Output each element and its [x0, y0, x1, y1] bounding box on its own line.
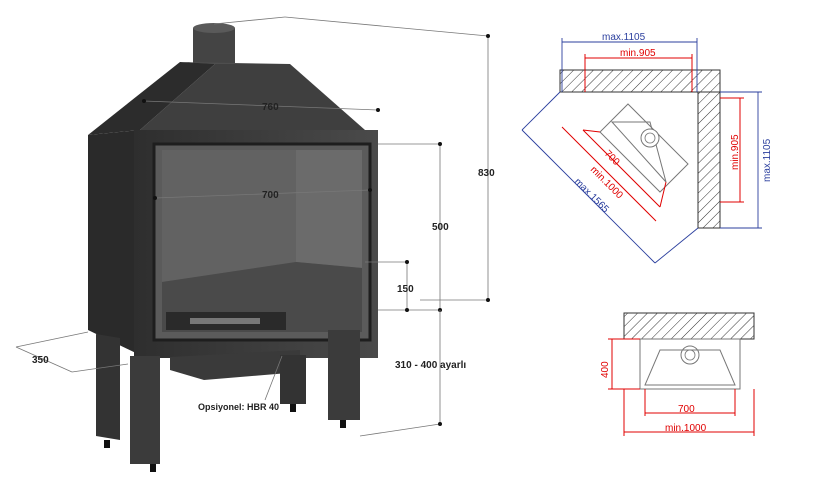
- corner-plan: max.1105 min.905 max.1105 min.905 700 mi…: [521, 32, 773, 264]
- leg-front-left: [130, 356, 160, 464]
- corner-fireplace-inner: [610, 121, 667, 183]
- corner-min-top: min.905: [620, 48, 656, 59]
- label-optional: Opsiyonel: HBR 40: [198, 402, 279, 412]
- hood-top: [180, 62, 290, 64]
- wall-min-1000: min.1000: [665, 423, 707, 434]
- hbr-box: [170, 350, 300, 380]
- fireplace-body: [88, 23, 378, 472]
- wall-hood-line: [644, 349, 736, 386]
- front-dimensions: [15, 16, 490, 437]
- label-700: 700: [262, 190, 279, 201]
- wall-depth-400: 400: [600, 361, 611, 378]
- wall-back: [623, 312, 755, 340]
- wall-flue: [680, 345, 700, 365]
- hood-left: [88, 62, 215, 135]
- wall-plan: 400 700 min.1000: [600, 312, 755, 436]
- leg-back-left: [96, 334, 120, 440]
- label-500: 500: [432, 222, 449, 233]
- corner-flue: [640, 128, 660, 148]
- chimney-pipe: [193, 28, 235, 64]
- wall-top: [559, 69, 721, 93]
- label-830: 830: [478, 168, 495, 179]
- grate-bar: [190, 318, 260, 324]
- front-labels: 760 830 700 500 150 350 310 - 400 ayarlı…: [32, 102, 495, 412]
- wall-inner-700: 700: [678, 404, 695, 415]
- corner-min-right: min.905: [730, 134, 741, 170]
- wall-right: [697, 91, 721, 229]
- foot-3: [290, 404, 296, 412]
- leg-back-right: [280, 355, 306, 404]
- foot-4: [340, 420, 346, 428]
- label-leg-height: 310 - 400 ayarlı: [395, 360, 466, 371]
- side-panel: [88, 130, 140, 355]
- chimney-top: [193, 23, 235, 33]
- label-150: 150: [397, 284, 414, 295]
- label-760: 760: [262, 102, 279, 113]
- leg-front-right: [328, 330, 360, 420]
- corner-max-top: max.1105: [602, 32, 646, 43]
- label-350: 350: [32, 355, 49, 366]
- foot-1: [104, 440, 110, 448]
- inner-right: [296, 150, 362, 268]
- corner-fireplace: [599, 103, 689, 193]
- inner-back: [162, 150, 296, 282]
- corner-max-right: max.1105: [762, 138, 773, 182]
- foot-2: [150, 464, 156, 472]
